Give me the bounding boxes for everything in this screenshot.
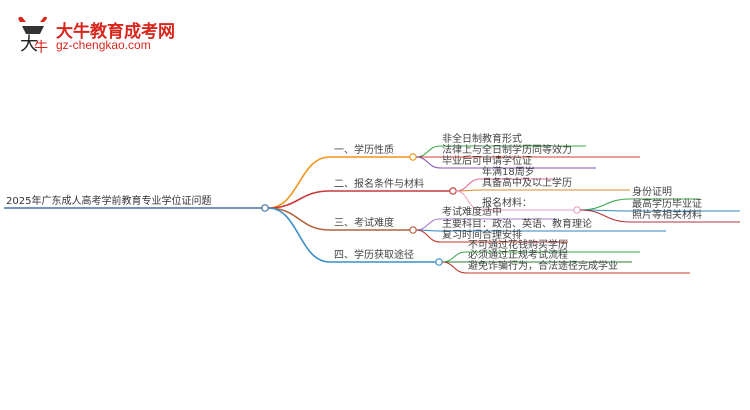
leaf-label-3-3: 复习时间合理安排: [442, 230, 522, 241]
leaf-label-2-1: 年满18周岁: [482, 167, 535, 178]
leaf-label-2-3: 报名材料：: [482, 198, 532, 209]
branch-connector-3: [267, 207, 331, 231]
svg-text:牛: 牛: [34, 40, 48, 54]
leaf-label-4-1: 不可通过花钱购买学历: [468, 240, 568, 251]
leaf-connector-3-1: [415, 218, 441, 231]
root-node[interactable]: [261, 204, 269, 212]
branch-label-2: 二、报名条件与材料: [334, 179, 424, 190]
leaf-connector-3-3: [415, 229, 441, 243]
leaf-connector-2-3: [455, 190, 481, 211]
brand-url: gz-chengkao.com: [56, 38, 151, 52]
brand-name: 大牛教育成考网: [56, 22, 175, 42]
root-topic: 2025年广东成人高考学前教育专业学位证问题: [6, 196, 212, 207]
leaf-label-1-1: 非全日制教育形式: [442, 134, 522, 145]
leaf-label-3-2: 主要科目：政治、英语、教育理论: [442, 219, 592, 230]
leaf-label-2-2: 具备高中及以上学历: [482, 178, 572, 189]
branch-node-3[interactable]: [409, 226, 417, 234]
leaf-connector-1-1: [415, 145, 441, 158]
sub-label-1: 身份证明: [632, 187, 672, 198]
leaf-connector-4-3: [441, 261, 467, 274]
ox-logo-icon: 大 牛: [18, 16, 48, 54]
sub-label-2: 最高学历毕业证: [632, 199, 702, 210]
sub-connector-3: [579, 209, 631, 223]
branch-node-4[interactable]: [435, 258, 443, 266]
branch-label-1: 一、学历性质: [334, 145, 394, 156]
sub-label-3: 照片等相关材料: [632, 210, 702, 221]
brand-logo[interactable]: 大 牛 大牛教育成考网 gz-chengkao.com: [14, 14, 175, 58]
branch-node-1[interactable]: [409, 153, 417, 161]
leaf-node-2-3[interactable]: [573, 206, 581, 214]
leaf-connector-2-1: [455, 178, 481, 192]
leaf-label-4-2: 必须通过正规考试流程: [468, 250, 568, 261]
sub-connector-1: [579, 198, 631, 211]
leaf-connector-4-1: [441, 251, 467, 263]
svg-text:大: 大: [20, 34, 38, 54]
leaf-label-1-2: 法律上与全日制学历同等效力: [442, 145, 572, 156]
branch-connector-1: [267, 156, 331, 209]
branch-node-2[interactable]: [449, 187, 457, 195]
leaf-connector-1-3: [415, 156, 441, 169]
leaf-label-4-3: 避免诈骗行为，合法途径完成学业: [468, 261, 618, 272]
leaf-label-1-3: 毕业后可申请学位证: [442, 156, 532, 167]
leaf-label-3-1: 考试难度适中: [442, 207, 502, 218]
branch-label-3: 三、考试难度: [334, 218, 394, 229]
branch-connector-2: [267, 190, 331, 209]
branch-connector-4: [267, 207, 331, 263]
branch-label-4: 四、学历获取途径: [334, 250, 414, 261]
